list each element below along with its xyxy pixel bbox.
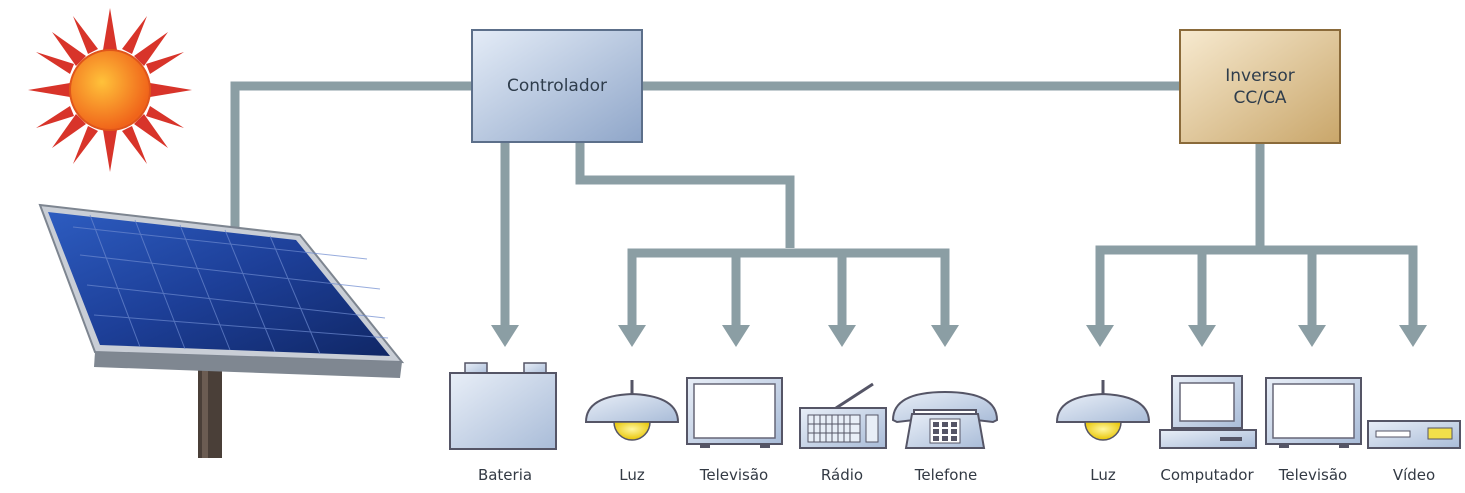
light-label: Luz — [619, 466, 645, 484]
computer-icon — [1159, 375, 1257, 449]
radio-icon — [799, 382, 887, 449]
light-label: Luz — [1090, 466, 1116, 484]
computer-label: Computador — [1160, 466, 1254, 484]
lamp-icon — [584, 380, 680, 441]
television-label: Televisão — [1278, 466, 1348, 484]
solar-panel-icon — [38, 203, 405, 458]
video-player-icon — [1367, 420, 1461, 449]
inverter-label: Inversor CC/CA — [1225, 65, 1295, 108]
controller-box — [471, 29, 643, 143]
connection-lines — [230, 81, 1418, 325]
radio-label: Rádio — [820, 466, 864, 484]
lamp-icon — [1055, 380, 1151, 441]
inverter-box — [1179, 29, 1341, 144]
television-icon — [686, 377, 783, 448]
television-label: Televisão — [699, 466, 769, 484]
telephone-label: Telefone — [914, 466, 978, 484]
battery-icon — [449, 362, 557, 450]
telephone-icon — [891, 390, 999, 449]
sun-icon — [28, 8, 192, 172]
arrowheads — [491, 325, 1427, 347]
controller-label: Controlador — [506, 76, 608, 96]
video-label: Vídeo — [1392, 466, 1436, 484]
battery-label: Bateria — [477, 466, 533, 484]
television-icon — [1265, 377, 1362, 448]
